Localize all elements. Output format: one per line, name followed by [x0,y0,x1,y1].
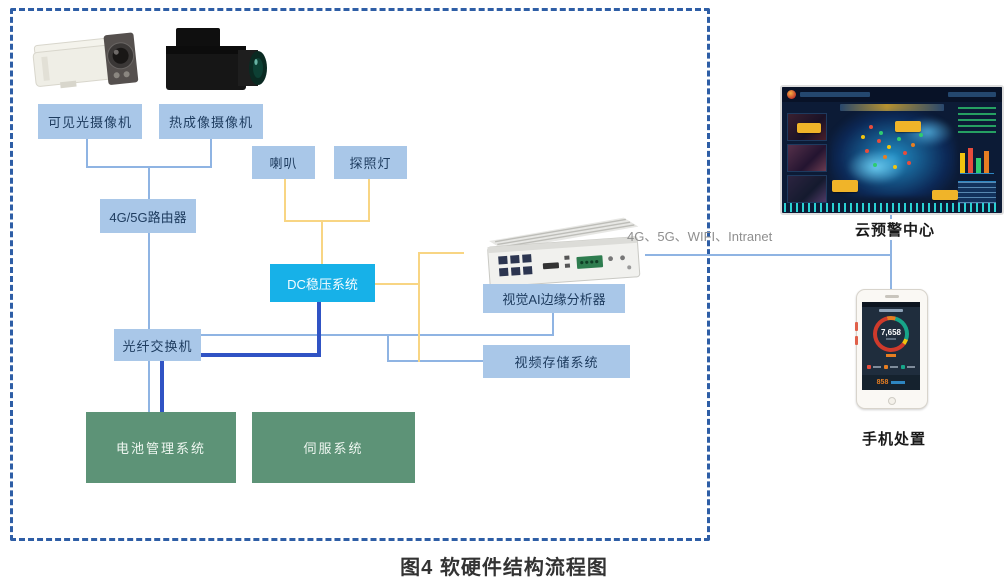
gauge-marker [886,354,896,357]
phone-image: 7,658 858 [855,289,928,409]
cloud-center-label: 云预警中心 [830,219,960,240]
phone-bottom-panel: 858 [862,375,920,390]
edge-searchlight-down [368,179,370,222]
node-speaker: 喇叭 [252,146,315,179]
edge-switch-to-battery [148,361,150,413]
edge-branch-to-storage-v [387,334,389,362]
network-link-label: 4G、5G、WIFI、Intranet [627,229,773,244]
dashboard-timeline-ticks [784,203,1000,212]
cloud-dashboard-image [780,85,1004,215]
system-boundary-frame [10,8,710,541]
node-router-4g5g: 4G/5G路由器 [100,199,196,233]
phone-side-button [855,322,858,331]
phone-status-bar [862,302,920,307]
dashboard-title-bar [840,104,944,111]
node-thermal-camera: 热成像摄像机 [159,104,263,139]
phone-screen: 7,658 858 [862,302,920,390]
node-servo-system: 伺服系统 [252,412,415,483]
node-battery-mgmt: 电池管理系统 [86,412,236,483]
node-visible-camera: 可见光摄像机 [38,104,142,139]
gauge-center: 7,658 [877,320,905,348]
map-callout [895,121,921,132]
phone-handling-label: 手机处置 [838,428,950,449]
map-alert-dots [877,139,881,143]
dashboard-table-panel [958,181,996,204]
phone-stats-row [865,361,917,373]
dashboard-list-panel [958,107,996,137]
dashboard-clock-bar [948,92,996,97]
edge-speaker-junction-h [284,220,370,222]
edge-dc-power-v [317,302,321,357]
dashboard-bar-chart [960,145,994,174]
emblem-icon [787,90,796,99]
dashboard-header [782,87,1002,102]
gauge-subtext-bar [886,338,896,340]
phone-bottom-value: 858 [876,379,889,386]
edge-dc-to-yellow-bus [375,283,420,285]
edge-visible-camera-down [86,139,88,168]
edge-speaker-down [284,179,286,222]
phone-bottom-bar [891,381,906,384]
edge-junction-to-dc [321,220,323,265]
node-ai-edge-analyzer: 视觉AI边缘分析器 [483,284,625,313]
phone-speaker [885,295,899,298]
map-callout [797,123,821,133]
map-callout [932,190,958,200]
edge-analyzer-to-cloud [645,254,892,256]
edge-branch-to-storage-h [387,360,484,362]
node-searchlight: 探照灯 [334,146,407,179]
phone-home-button [888,397,896,405]
edge-cloud-to-phone [890,211,892,289]
edge-power-to-battery [160,353,164,413]
phone-side-button [855,336,858,345]
edge-analyzer-label-stub [552,313,554,336]
phone-title-bar [879,309,903,312]
thermal-camera-image [166,28,267,90]
gauge-ring: 7,658 [873,316,909,352]
gauge-value: 7,658 [880,328,902,337]
map-glow [846,149,906,185]
figure-caption: 图4 软硬件结构流程图 [400,557,608,579]
edge-yellow-bus-v [418,252,420,362]
visible-light-camera-image [32,32,139,89]
node-fiber-switch: 光纤交换机 [114,329,201,361]
map-callout [832,180,858,192]
node-video-storage: 视频存储系统 [483,345,630,378]
dashboard-subtitle-bar [800,92,870,97]
edge-switch-to-analyzer-h [201,334,554,336]
video-thumbnail [787,175,827,203]
edge-dc-power-h [160,353,321,357]
edge-junction-to-router [148,166,150,200]
ai-edge-analyzer-image [487,217,641,288]
edge-router-to-switch [148,233,150,330]
edge-thermal-camera-down [210,139,212,168]
node-dc-regulator: DC稳压系统 [270,264,375,302]
edge-yellow-bus-to-analyzer [418,252,464,254]
video-thumbnail [787,144,827,172]
